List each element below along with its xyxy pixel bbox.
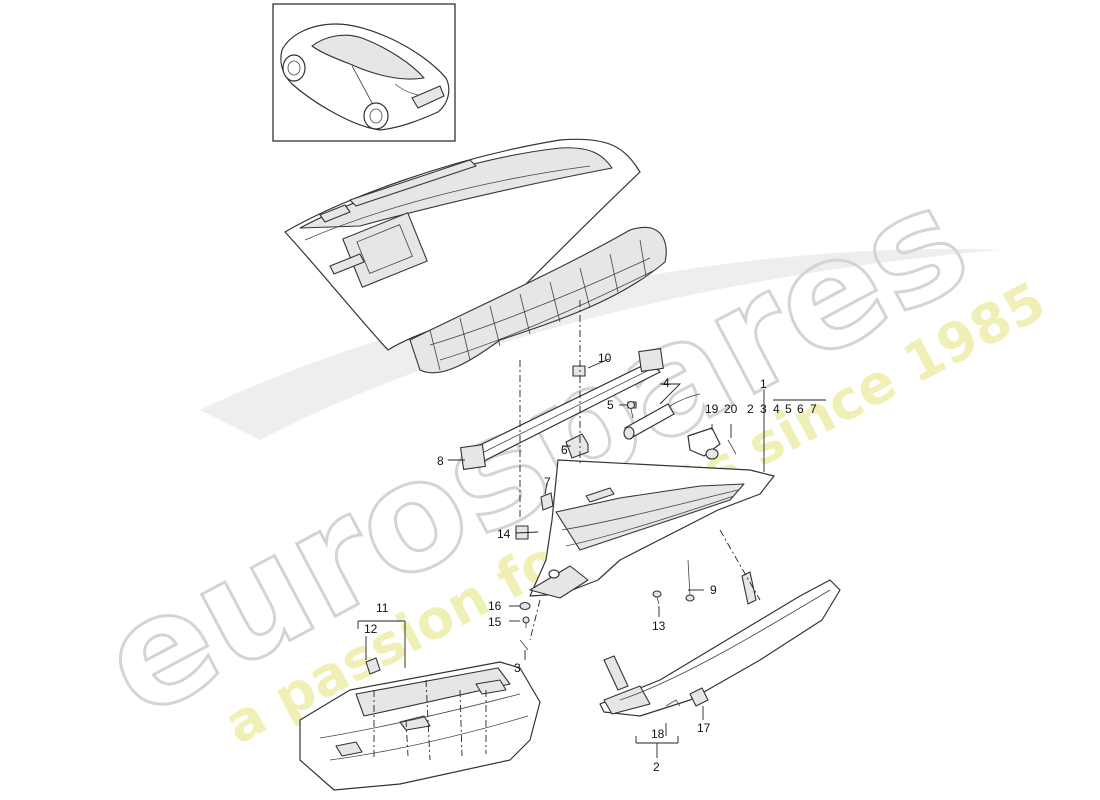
pin-20: [727, 439, 737, 455]
screw-13: [652, 590, 662, 605]
vehicle-thumbnail: [272, 3, 456, 142]
callout-2: 2: [653, 760, 660, 774]
nut-16: [519, 601, 531, 611]
callout-19: 19: [705, 402, 719, 416]
glovebox-lid: [599, 571, 841, 717]
spring-18: [665, 699, 681, 707]
callout-3-group: 3: [760, 402, 767, 416]
callout-10: 10: [598, 351, 612, 365]
callout-9: 9: [710, 583, 717, 597]
storage-tray: [299, 661, 541, 791]
callout-7-group: 7: [810, 402, 817, 416]
dashboard-assembly: [284, 138, 667, 374]
callout-16: 16: [488, 599, 502, 613]
pin-3: [519, 639, 529, 651]
callout-17: 17: [697, 721, 711, 735]
callout-4-group: 4: [773, 402, 780, 416]
callout-14: 14: [497, 527, 511, 541]
latch-17: [689, 687, 709, 707]
screw-9: [685, 559, 695, 602]
callout-7: 7: [544, 475, 551, 489]
glovebox-housing: [529, 459, 775, 599]
car-icon: [280, 23, 450, 131]
clip-10: [572, 365, 586, 377]
callout-2-group: 2: [747, 402, 754, 416]
callout-5-group: 5: [785, 402, 792, 416]
callout-11: 11: [376, 601, 389, 615]
damper-assembly: [623, 393, 701, 440]
cross-member: [460, 348, 664, 470]
callout-15: 15: [488, 615, 502, 629]
callout-8: 8: [437, 454, 444, 468]
bracket-6: [565, 433, 589, 459]
callout-5: 5: [607, 398, 614, 412]
clip-12: [365, 657, 381, 675]
callout-4: 4: [663, 376, 670, 390]
callout-6-group: 6: [797, 402, 804, 416]
light-switch-19: [687, 427, 721, 460]
callout-20: 20: [724, 402, 738, 416]
callout-1: 1: [760, 377, 767, 391]
leader-lines: [357, 358, 826, 758]
callout-3: 3: [514, 661, 521, 675]
screw-15: [522, 616, 530, 628]
callout-6: 6: [561, 443, 568, 457]
assembly-lines: [373, 300, 761, 761]
callouts: 1 19 20 2 3 4 5 6 7 4 10 5 6 7 8 14 9 13…: [364, 351, 817, 774]
callout-12: 12: [364, 622, 378, 636]
callout-13: 13: [652, 619, 666, 633]
callout-18: 18: [651, 727, 665, 741]
